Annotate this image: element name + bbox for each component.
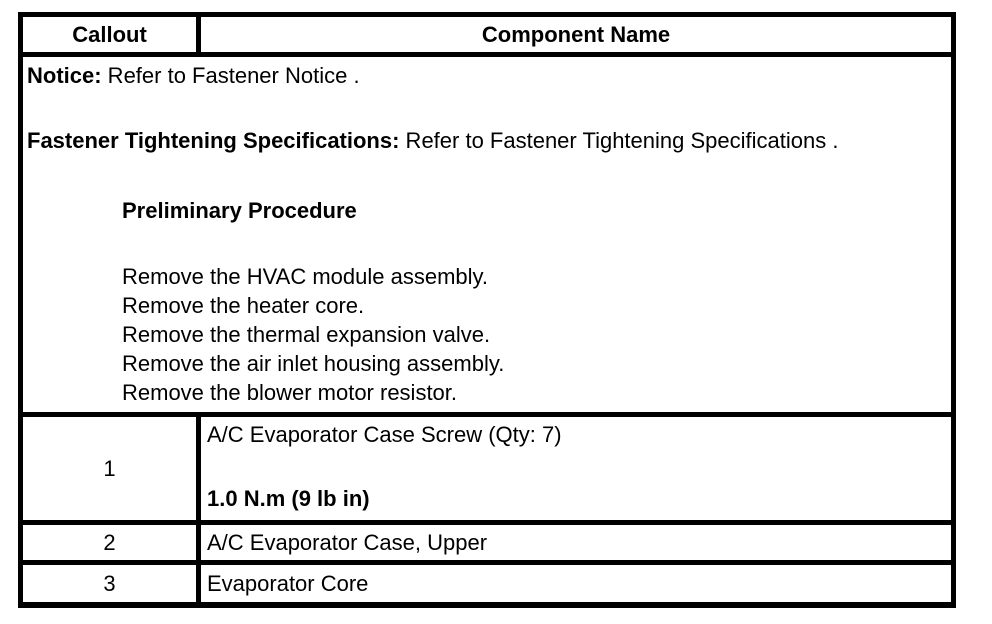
fastener-spec-label: Fastener Tightening Specifications: [27, 128, 400, 153]
component-cell: Evaporator Core [201, 565, 951, 602]
preliminary-steps-list: Remove the HVAC module assembly. Remove … [27, 262, 941, 407]
component-name-text: A/C Evaporator Case, Upper [207, 530, 488, 555]
notice-label: Notice: [27, 63, 102, 88]
fastener-spec-paragraph: Fastener Tightening Specifications: Refe… [27, 126, 941, 155]
component-cell: A/C Evaporator Case, Upper [201, 525, 951, 560]
callout-cell: 1 [23, 417, 201, 520]
notice-procedure-cell: Notice: Refer to Fastener Notice . Faste… [23, 57, 951, 417]
component-name-text: Evaporator Core [207, 571, 369, 596]
component-name-text: A/C Evaporator Case Screw (Qty: 7) [207, 422, 562, 447]
table-row: 3 Evaporator Core [23, 565, 951, 602]
table-row: 2 A/C Evaporator Case, Upper [23, 525, 951, 565]
table-header-row: Callout Component Name [23, 17, 951, 57]
preliminary-procedure-heading: Preliminary Procedure [122, 198, 357, 223]
table-row: 1 A/C Evaporator Case Screw (Qty: 7) 1.0… [23, 417, 951, 525]
step-line: Remove the HVAC module assembly. [122, 264, 488, 289]
header-callout: Callout [23, 17, 201, 52]
fastener-spec-table: Callout Component Name Notice: Refer to … [18, 12, 956, 608]
step-line: Remove the blower motor resistor. [122, 380, 458, 405]
component-cell: A/C Evaporator Case Screw (Qty: 7) 1.0 N… [201, 417, 951, 520]
callout-number: 2 [103, 530, 116, 555]
step-line: Remove the heater core. [122, 293, 365, 318]
callout-cell: 3 [23, 565, 201, 602]
notice-paragraph: Notice: Refer to Fastener Notice . [27, 61, 941, 90]
callout-cell: 2 [23, 525, 201, 560]
header-component-name: Component Name [481, 21, 671, 47]
callout-number: 1 [103, 456, 116, 481]
notice-text: Refer to Fastener Notice . [101, 63, 360, 88]
torque-spec-text: 1.0 N.m (9 lb in) [207, 486, 370, 511]
step-line: Remove the air inlet housing assembly. [122, 351, 505, 376]
step-line: Remove the thermal expansion valve. [122, 322, 491, 347]
callout-number: 3 [103, 571, 116, 596]
fastener-spec-text: Refer to Fastener Tightening Specificati… [399, 128, 839, 153]
